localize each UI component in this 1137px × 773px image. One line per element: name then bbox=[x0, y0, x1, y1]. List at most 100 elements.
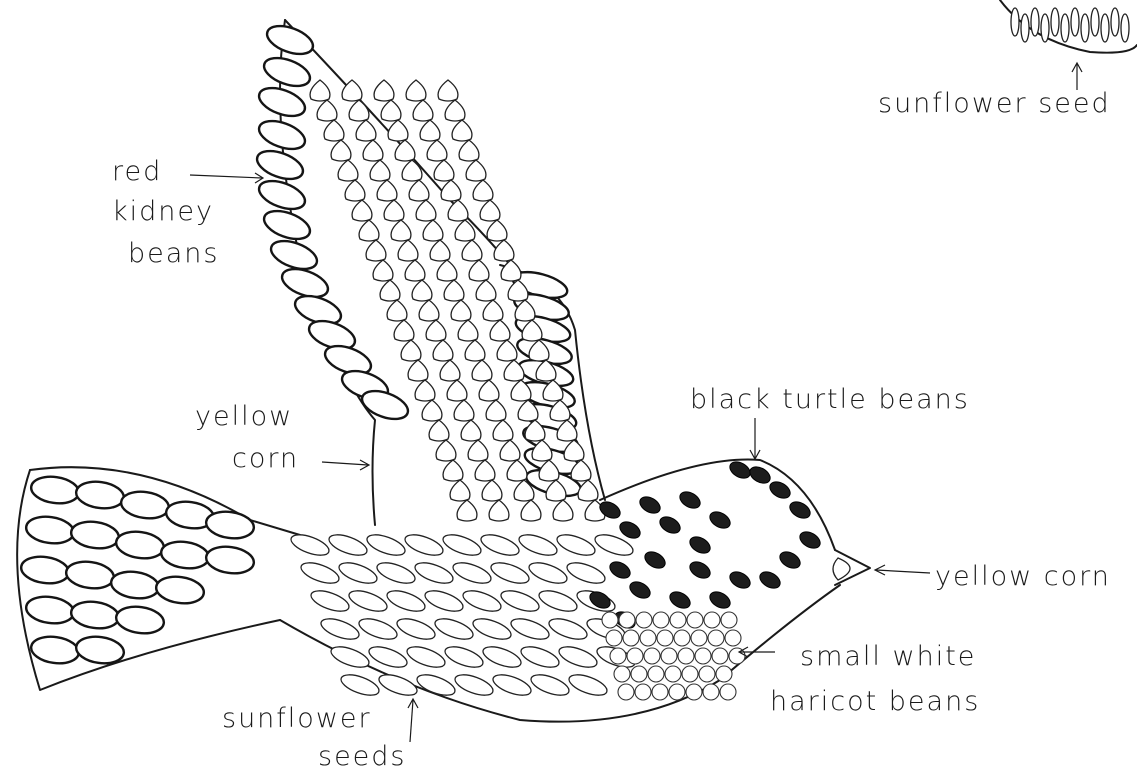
red-kidney-bean bbox=[255, 83, 308, 122]
label-yellow-corn-right: yellow corn bbox=[935, 561, 1111, 592]
yellow-corn-kernel bbox=[553, 500, 573, 521]
sunflower-seed bbox=[338, 671, 381, 700]
sunflower-seed bbox=[328, 643, 371, 672]
black-turtle-bean bbox=[677, 488, 703, 511]
yellow-corn-kernel bbox=[459, 140, 479, 161]
black-turtle-bean bbox=[637, 493, 663, 516]
haricot-bean bbox=[712, 648, 728, 664]
sunflower-seed bbox=[508, 615, 551, 644]
black-turtle-bean bbox=[657, 513, 683, 536]
red-kidney-bean bbox=[204, 544, 255, 576]
yellow-corn-kernel bbox=[338, 160, 358, 181]
label-yellow-corn-left-line1: yellow bbox=[195, 401, 293, 432]
sunflower-seed bbox=[480, 643, 523, 672]
sunflower-seed bbox=[1111, 8, 1119, 36]
sunflower-seed bbox=[402, 531, 445, 560]
yellow-corn-kernel bbox=[401, 340, 421, 361]
sunflower-seed bbox=[1101, 14, 1109, 42]
haricot-bean bbox=[648, 666, 664, 682]
haricot-bean bbox=[720, 684, 736, 700]
black-turtle-bean bbox=[787, 498, 813, 521]
haricot-bean bbox=[610, 648, 626, 664]
haricot-bean bbox=[725, 630, 741, 646]
yellow-corn-kernel bbox=[490, 320, 510, 341]
sunflower-seed bbox=[336, 559, 379, 588]
yellow-corn-kernel bbox=[833, 558, 850, 580]
red-kidney-bean bbox=[260, 53, 313, 92]
yellow-corn-kernel bbox=[468, 440, 488, 461]
red-kidney-bean bbox=[24, 594, 75, 626]
haricot-bean bbox=[627, 648, 643, 664]
yellow-corn-kernel bbox=[405, 260, 425, 281]
haricot-bean bbox=[618, 684, 634, 700]
black-turtle-bean bbox=[687, 533, 713, 556]
sunflower-seed bbox=[298, 559, 341, 588]
yellow-corn-kernel bbox=[489, 500, 509, 521]
red-kidney-bean bbox=[29, 634, 80, 666]
sunflower-seed bbox=[404, 643, 447, 672]
yellow-corn-kernel bbox=[441, 180, 461, 201]
yellow-corn-kernel bbox=[486, 400, 506, 421]
yellow-corn-kernel bbox=[493, 420, 513, 441]
haricot-bean bbox=[661, 648, 677, 664]
label-small-white-line2: haricot beans bbox=[770, 686, 980, 717]
yellow-corn-kernel bbox=[359, 220, 379, 241]
yellow-corn-kernel bbox=[472, 360, 492, 381]
yellow-corn-kernel bbox=[482, 480, 502, 501]
yellow-corn-kernel bbox=[412, 280, 432, 301]
yellow-corn-kernel bbox=[476, 280, 496, 301]
yellow-corn-kernel bbox=[408, 360, 428, 381]
yellow-corn-kernel bbox=[436, 440, 456, 461]
yellow-corn-kernel bbox=[356, 120, 376, 141]
sunflower-seed bbox=[488, 559, 531, 588]
haricot-bean bbox=[704, 612, 720, 628]
sunflower-seed bbox=[1051, 8, 1059, 36]
sunflower-seed bbox=[318, 615, 361, 644]
yellow-corn-kernel bbox=[433, 340, 453, 361]
sunflower-seed bbox=[308, 587, 351, 616]
yellow-corn-kernel bbox=[462, 240, 482, 261]
haricot-bean bbox=[631, 666, 647, 682]
yellow-corn-kernel bbox=[310, 80, 330, 101]
black-turtle-bean bbox=[687, 558, 713, 581]
sunflower-seed bbox=[364, 531, 407, 560]
sunflower-seed bbox=[470, 615, 513, 644]
yellow-corn-kernel bbox=[415, 380, 435, 401]
sunflower-seed bbox=[1121, 14, 1129, 42]
yellow-corn-kernel bbox=[438, 80, 458, 101]
red-kidney-bean bbox=[19, 554, 70, 586]
sunflower-seed bbox=[440, 531, 483, 560]
haricot-bean bbox=[721, 612, 737, 628]
yellow-corn-kernel bbox=[409, 180, 429, 201]
yellow-corn-kernel bbox=[366, 240, 386, 261]
yellow-corn-kernel bbox=[475, 460, 495, 481]
yellow-corn-kernel bbox=[420, 120, 440, 141]
yellow-corn-kernel bbox=[391, 220, 411, 241]
yellow-corn-kernel bbox=[434, 160, 454, 181]
red-kidney-bean bbox=[109, 569, 160, 601]
sunflower-seed bbox=[528, 671, 571, 700]
yellow-corn-kernel bbox=[413, 100, 433, 121]
red-kidney-bean bbox=[159, 539, 210, 571]
yellow-corn-kernel bbox=[429, 420, 449, 441]
yellow-corn-kernel bbox=[423, 220, 443, 241]
haricot-bean bbox=[687, 612, 703, 628]
black-turtle-bean bbox=[642, 548, 668, 571]
yellow-corn-kernel bbox=[419, 300, 439, 321]
label-small-white-line1: small white bbox=[800, 641, 976, 672]
yellow-corn-kernel bbox=[487, 220, 507, 241]
yellow-corn-kernel bbox=[479, 380, 499, 401]
haricot-bean bbox=[619, 612, 635, 628]
sunflower-seed bbox=[422, 587, 465, 616]
haricot-bean bbox=[674, 630, 690, 646]
sunflower-seed bbox=[554, 531, 597, 560]
sunflower-seed bbox=[516, 531, 559, 560]
haricot-bean bbox=[678, 648, 694, 664]
sunflower-seed bbox=[566, 671, 609, 700]
haricot-bean bbox=[653, 612, 669, 628]
yellow-corn-kernel bbox=[373, 260, 393, 281]
sunflower-seed bbox=[432, 615, 475, 644]
yellow-corn-kernel bbox=[450, 480, 470, 501]
sunflower-seed bbox=[1011, 8, 1019, 36]
